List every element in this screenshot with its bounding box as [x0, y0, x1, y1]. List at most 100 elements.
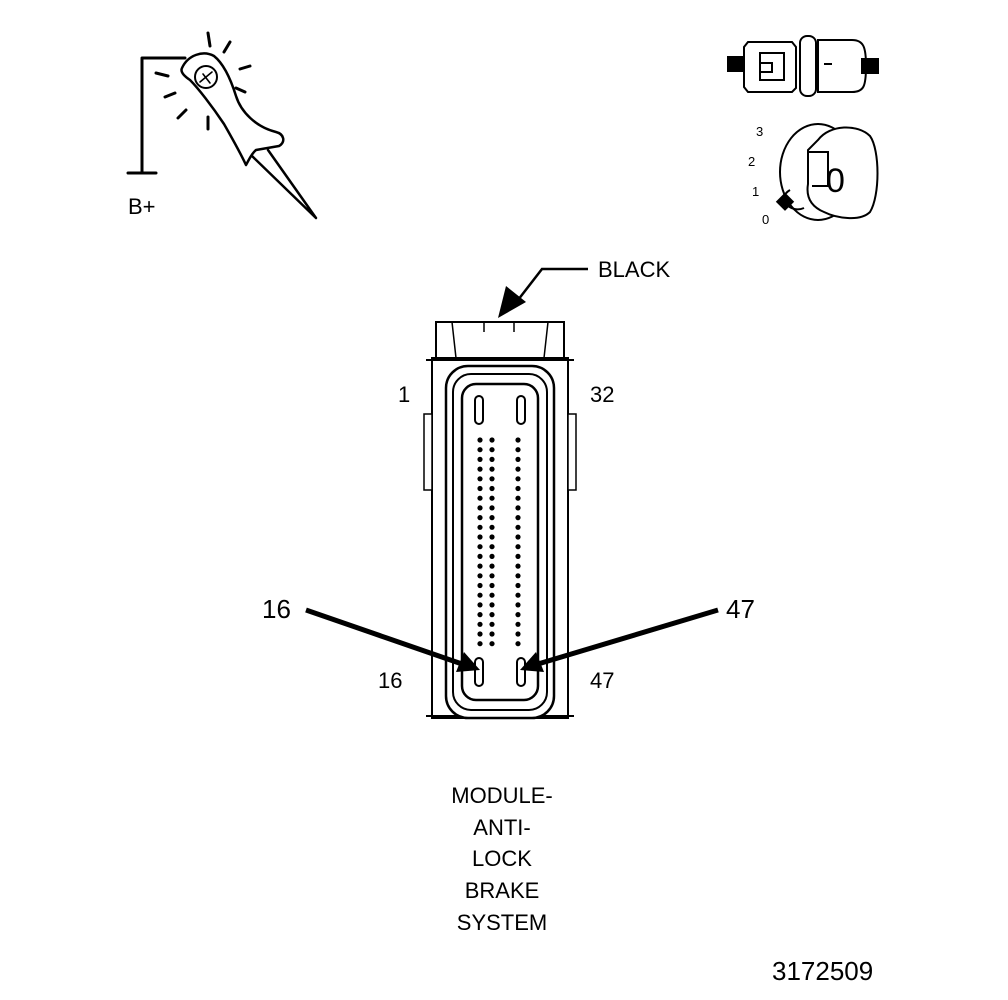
terminal-dot — [515, 456, 521, 462]
terminal-dot — [477, 515, 483, 521]
terminal-dot — [477, 447, 483, 453]
callout-label-left: 16 — [262, 594, 291, 624]
connector-end-terminals — [474, 395, 526, 687]
terminal-dot — [515, 563, 521, 569]
terminal-dot — [515, 437, 521, 443]
terminal-dot — [515, 534, 521, 540]
callout-arrowhead-right — [520, 652, 544, 672]
pin-label-last: 32 — [590, 382, 614, 407]
terminal-dot — [477, 456, 483, 462]
caption-line-2: ANTI- — [473, 815, 530, 840]
terminal-dot — [489, 466, 495, 472]
pin-label-bottom-left: 16 — [378, 668, 402, 693]
terminal-dot — [489, 612, 495, 618]
terminal-dot — [515, 476, 521, 482]
terminal-dot — [477, 592, 483, 598]
ignition-key-label: 0 — [826, 162, 845, 200]
terminal-dot — [489, 485, 495, 492]
terminal-dot — [489, 602, 495, 608]
terminal-dot — [477, 495, 483, 501]
disconnected-connector-icon — [727, 35, 879, 97]
terminal-dot — [489, 592, 495, 598]
terminal-dot — [515, 641, 521, 647]
ignition-key-icon — [775, 123, 879, 221]
pin-label-bottom-right: 47 — [590, 668, 614, 693]
color-callout-leader — [517, 267, 588, 301]
ignition-position-2: 2 — [748, 154, 755, 169]
terminal-dot — [477, 573, 483, 579]
connector-terminal-grid — [477, 437, 521, 647]
ignition-position-3: 3 — [756, 124, 763, 139]
ignition-position-1: 1 — [752, 184, 759, 199]
terminal-dot — [515, 505, 521, 511]
terminal-dot — [489, 495, 495, 501]
terminal-dot — [477, 534, 483, 540]
terminal-dot — [515, 466, 521, 472]
terminal-dot — [515, 447, 521, 453]
terminal-dot — [477, 524, 483, 530]
terminal-dot — [515, 602, 521, 608]
pin-label-first: 1 — [398, 382, 410, 407]
terminal-dot — [489, 582, 495, 589]
terminal-dot — [515, 485, 521, 492]
terminal-dot — [515, 495, 521, 501]
terminal-dot — [489, 573, 495, 579]
terminal-dot — [515, 592, 521, 598]
terminal-dot — [489, 515, 495, 521]
terminal-dot — [477, 582, 483, 589]
connector-body — [423, 321, 577, 720]
terminal-dot — [477, 544, 483, 550]
terminal-dot — [477, 437, 483, 443]
terminal-dot — [515, 631, 521, 637]
terminal-dot — [489, 476, 495, 482]
callout-arrowhead-left — [456, 652, 480, 672]
terminal-dot — [515, 582, 521, 589]
terminal-dot — [515, 621, 521, 627]
caption-line-1: MODULE- — [451, 783, 552, 808]
terminal-dot — [489, 534, 495, 540]
terminal-dot — [477, 476, 483, 482]
ignition-position-0: 0 — [762, 212, 769, 227]
connector-color-label: BLACK — [598, 257, 670, 282]
terminal-dot — [489, 621, 495, 627]
terminal-dot — [489, 544, 495, 550]
terminal-dot — [477, 553, 483, 560]
test-light-probe-icon — [126, 31, 318, 220]
terminal-dot — [489, 447, 495, 453]
component-caption: MODULE- ANTI- LOCK BRAKE SYSTEM — [451, 783, 552, 935]
terminal-dot — [489, 641, 495, 647]
terminal-dot — [489, 563, 495, 569]
terminal-dot — [489, 553, 495, 560]
terminal-dot — [477, 505, 483, 511]
terminal-dot — [477, 621, 483, 627]
terminal-dot — [515, 612, 521, 618]
terminal-dot — [489, 437, 495, 443]
terminal-dot — [489, 631, 495, 637]
terminal-dot — [477, 563, 483, 569]
terminal-dot — [477, 612, 483, 618]
caption-line-3: LOCK — [472, 846, 532, 871]
terminal-dot — [489, 456, 495, 462]
terminal-dot — [477, 485, 483, 492]
probe-supply-label: B+ — [128, 194, 156, 219]
callout-arrow-left — [305, 607, 463, 667]
callout-label-right: 47 — [726, 594, 755, 624]
terminal-dot — [477, 641, 483, 647]
terminal-dot — [515, 573, 521, 579]
terminal-dot — [515, 515, 521, 521]
caption-line-5: SYSTEM — [457, 910, 547, 935]
terminal-dot — [515, 544, 521, 550]
terminal-dot — [489, 524, 495, 530]
callout-arrow-right — [537, 607, 719, 667]
terminal-dot — [477, 631, 483, 637]
figure-number: 3172509 — [772, 956, 873, 986]
terminal-dot — [515, 553, 521, 560]
color-callout-arrowhead — [498, 286, 526, 318]
terminal-dot — [515, 524, 521, 530]
caption-line-4: BRAKE — [465, 878, 540, 903]
terminal-dot — [477, 466, 483, 472]
terminal-dot — [477, 602, 483, 608]
terminal-dot — [489, 505, 495, 511]
